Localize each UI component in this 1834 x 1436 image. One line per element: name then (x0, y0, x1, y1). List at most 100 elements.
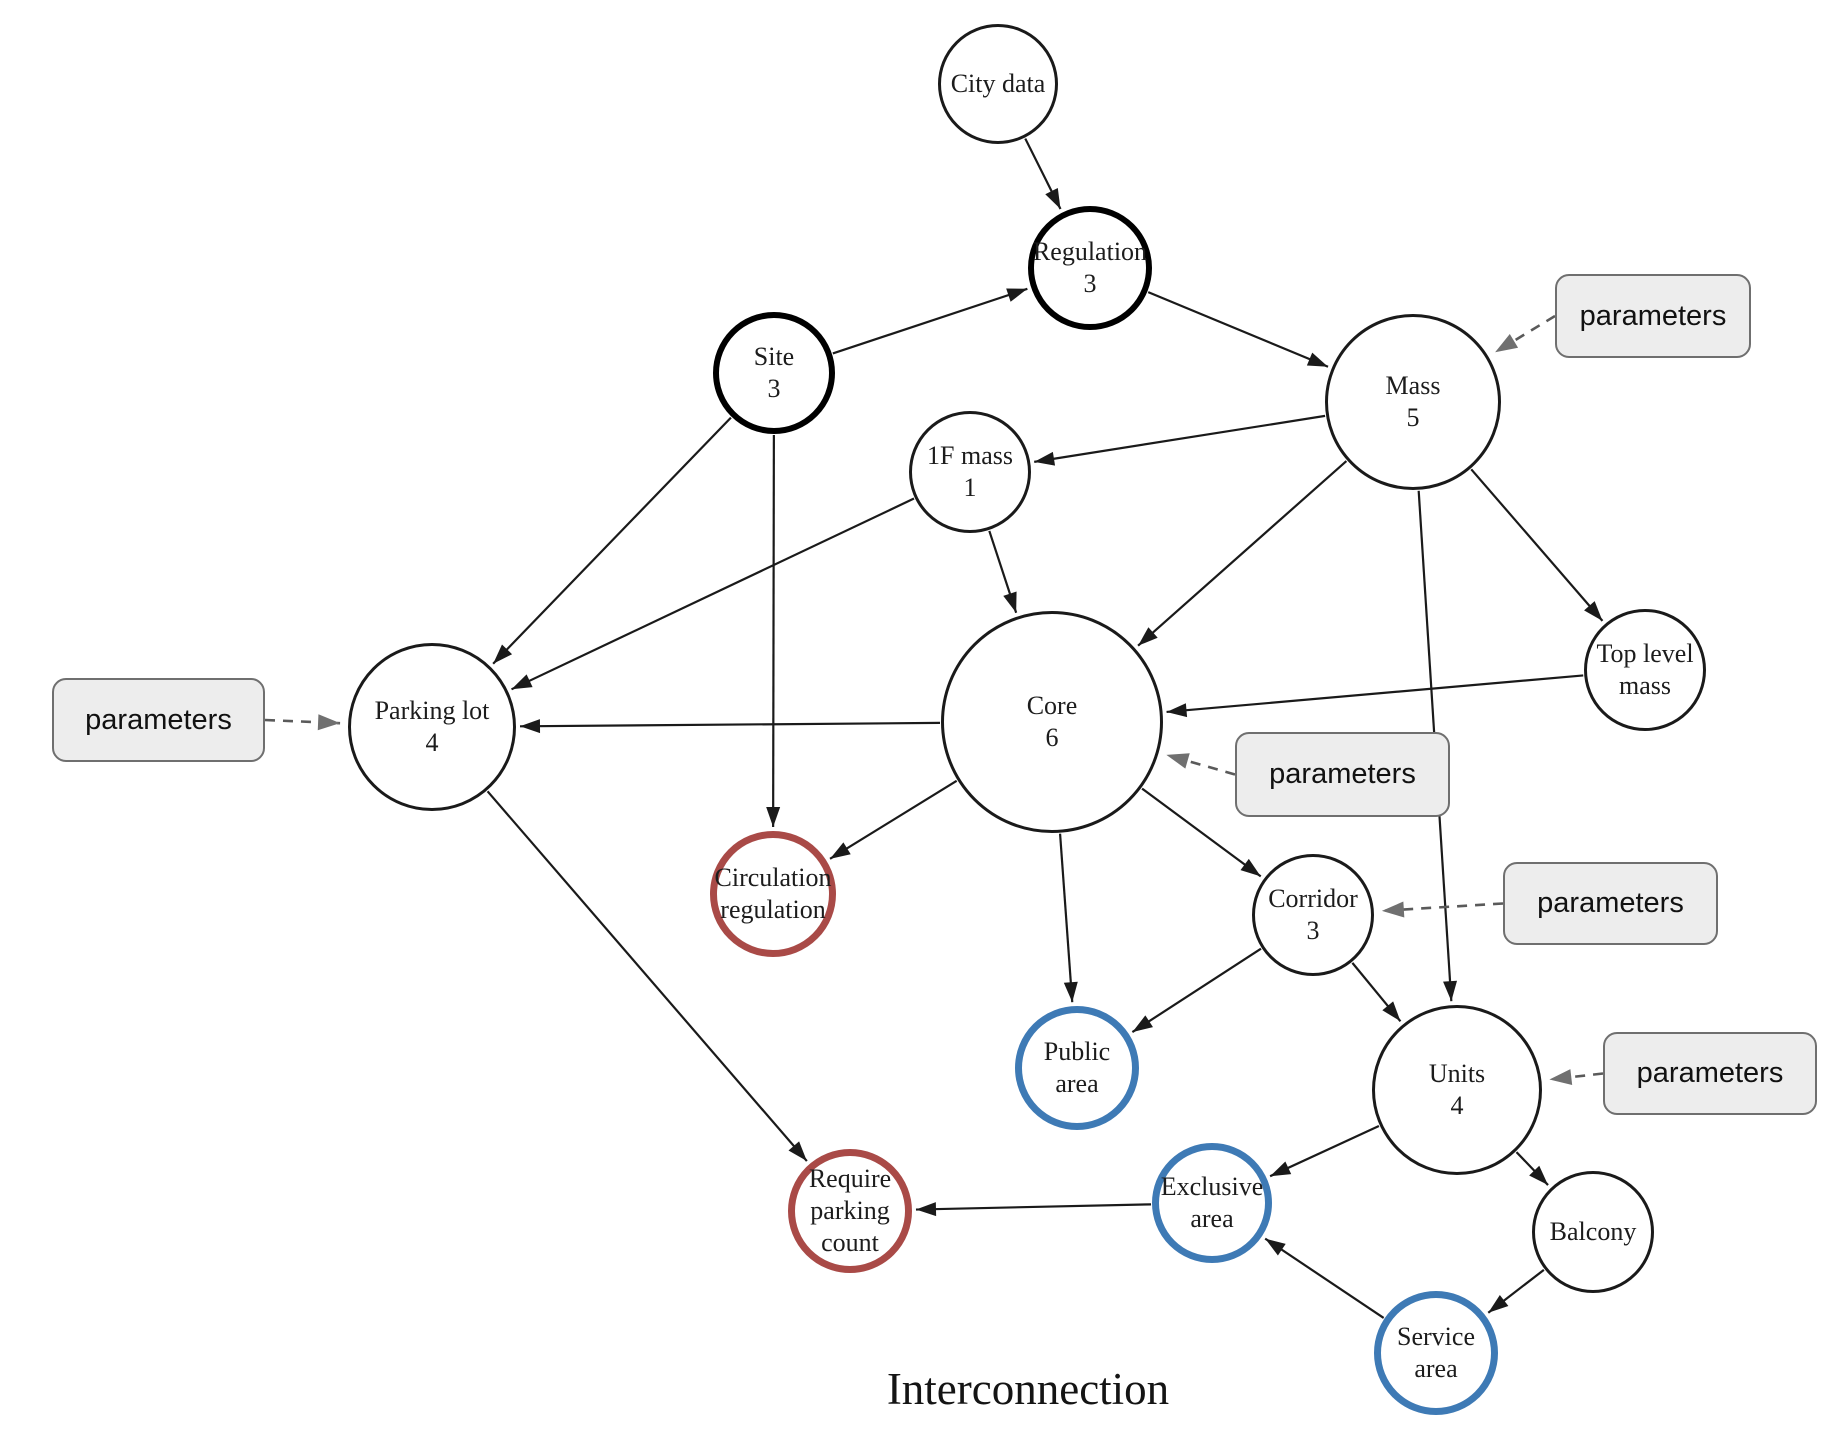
edge-f1-mass-to-core (988, 530, 1018, 614)
edge-corridor-to-public-area (1131, 947, 1262, 1034)
node-label-line: Core (1026, 691, 1078, 721)
param-box-core: parameters (1235, 732, 1450, 817)
param-box-label: parameters (1636, 1057, 1784, 1089)
node-label-line: Corridor (1268, 884, 1358, 914)
param-box-mass: parameters (1555, 274, 1751, 358)
edge-city-data-to-regulation (1024, 138, 1062, 210)
edge-site-to-regulation (832, 287, 1028, 355)
node-label-line: 4 (1450, 1091, 1464, 1120)
edge-corridor-to-units (1351, 962, 1402, 1022)
edge-site-to-circulation-regulation (766, 434, 781, 828)
param-edge-to-corridor (1381, 901, 1504, 918)
edge-core-to-parking-lot (519, 719, 941, 734)
node-label-line: 1 (963, 473, 977, 502)
node-balcony: Balcony (1532, 1171, 1654, 1293)
edge-parking-lot-to-require-parking-count (486, 790, 808, 1162)
edge-service-area-to-exclusive-area (1264, 1237, 1385, 1319)
node-label-line: count (821, 1227, 879, 1257)
node-label-line: Public (1043, 1037, 1111, 1067)
node-label-line: mass (1619, 671, 1671, 700)
node-label: Balcony (1550, 1216, 1637, 1248)
node-label-line: 1F mass (927, 441, 1013, 471)
edge-mass-to-core (1137, 460, 1348, 647)
edge-regulation-to-mass (1147, 291, 1329, 368)
node-label-line: Units (1428, 1059, 1486, 1089)
node-label-line: Exclusive (1160, 1172, 1264, 1202)
edge-exclusive-area-to-require-parking-count (915, 1202, 1152, 1217)
edge-core-to-public-area (1058, 833, 1078, 1003)
edge-core-to-circulation-regulation (829, 779, 958, 860)
param-box-label: parameters (1579, 299, 1727, 332)
node-label-line: 3 (1083, 269, 1097, 298)
param-edge-to-mass (1494, 314, 1556, 354)
param-edge-to-core (1166, 753, 1236, 776)
edge-core-to-corridor (1141, 787, 1262, 878)
param-edge-to-parking-lot (264, 714, 341, 731)
node-label-line: Require (808, 1164, 892, 1194)
node-label-line: Parking lot (374, 696, 490, 726)
diagram-title: Interconnection (886, 1364, 1170, 1414)
node-city-data: City data (938, 24, 1058, 144)
edge-units-to-exclusive-area (1269, 1125, 1380, 1178)
node-label-line: 5 (1406, 403, 1420, 432)
edge-site-to-parking-lot (492, 416, 732, 665)
node-label-line: area (1055, 1069, 1099, 1098)
node-label-line: Mass (1385, 371, 1441, 401)
node-label-line: Service (1397, 1322, 1475, 1352)
node-label-line: 4 (425, 728, 439, 757)
node-label-line: area (1414, 1354, 1458, 1383)
node-label-line: Balcony (1549, 1217, 1637, 1247)
param-edge-to-units (1549, 1069, 1604, 1086)
edge-mass-to-top-level-mass (1470, 468, 1604, 622)
node-label-line: regulation (720, 895, 826, 924)
node-label-line: 3 (1306, 916, 1320, 945)
node-label-line: 6 (1045, 723, 1059, 752)
edge-units-to-balcony (1515, 1151, 1549, 1186)
edge-top-level-mass-to-core (1166, 674, 1584, 718)
node-label-line: Site (753, 342, 795, 372)
node-label-line: Regulation (1032, 237, 1148, 267)
edge-f1-mass-to-parking-lot (511, 497, 915, 691)
param-box-label: parameters (1269, 758, 1416, 790)
param-box-label: parameters (1537, 887, 1684, 919)
node-label-line: Circulation (714, 863, 832, 893)
node-label-line: area (1190, 1204, 1234, 1233)
param-box-label: parameters (85, 703, 232, 736)
param-box-parking-lot: parameters (52, 678, 265, 762)
node-label: City data (951, 68, 1046, 100)
edge-mass-to-f1-mass (1034, 414, 1326, 466)
edge-balcony-to-service-area (1487, 1268, 1545, 1314)
param-box-corridor: parameters (1503, 862, 1718, 945)
node-label-line: City data (950, 69, 1046, 99)
node-label-line: Top level (1596, 639, 1694, 669)
